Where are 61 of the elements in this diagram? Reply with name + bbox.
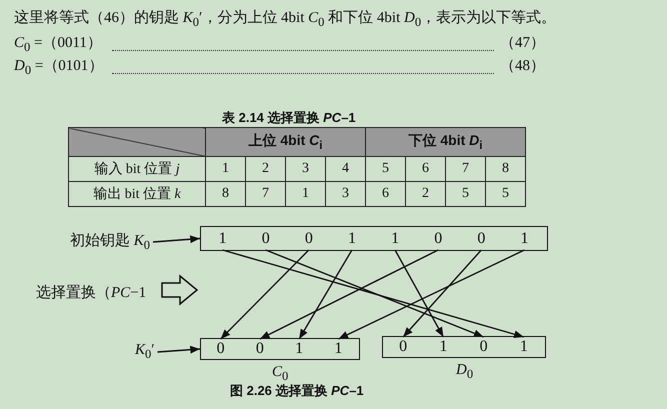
equation-number: （47） bbox=[500, 34, 545, 52]
arrow bbox=[222, 249, 524, 338]
table-cell: 7 bbox=[246, 182, 286, 206]
table-cell: 3 bbox=[286, 156, 326, 182]
arrow bbox=[298, 250, 353, 340]
table-title: 表 2.14 选择置换 PC–1 bbox=[222, 109, 356, 127]
bit-digit: 1 bbox=[330, 227, 374, 250]
table-cell: 8 bbox=[206, 182, 246, 206]
arrow bbox=[394, 250, 444, 338]
bit-digit: 1 bbox=[502, 227, 546, 250]
table-cell: 输入 bit 位置 j bbox=[68, 156, 206, 182]
register-box bbox=[200, 226, 548, 251]
table-cell: 1 bbox=[206, 156, 246, 182]
arrow bbox=[338, 249, 525, 340]
table-cell: 8 bbox=[486, 156, 526, 182]
table-header-cell: 下位 4bit D$_{i}$ bbox=[366, 128, 526, 156]
table-cell: 3 bbox=[326, 182, 366, 206]
bit-digit: 0 bbox=[244, 227, 288, 250]
register-label: C$_{0}$ bbox=[272, 364, 288, 384]
equation-number: （48） bbox=[500, 57, 545, 75]
table-cell: 5 bbox=[366, 156, 406, 182]
table-cell: 输出 bit 位置 k bbox=[68, 182, 206, 206]
bit-digit: 0 bbox=[287, 227, 330, 250]
arrow bbox=[158, 346, 200, 354]
bit-digit: 1 bbox=[280, 339, 319, 359]
bit-digit: 1 bbox=[374, 227, 417, 250]
table-cell: 4 bbox=[326, 156, 366, 182]
bit-digit: 0 bbox=[416, 227, 460, 250]
table-cell: 7 bbox=[446, 156, 486, 182]
bit-digit: 0 bbox=[201, 339, 240, 359]
table-header-cell: 上位 4bit C$_{i}$ bbox=[206, 128, 366, 156]
key-label: K$_{0}$′ bbox=[135, 342, 155, 362]
paragraph-text: 这里将等式（46）的钥匙 K$_{0}$′，分为上位 4bit C$_{0}$ 和下位 4bit D$_{0}$，表示为以下等式。 bbox=[14, 8, 556, 30]
arrow bbox=[260, 249, 438, 340]
arrow bbox=[220, 250, 310, 340]
figure-caption: 图 2.26 选择置换 PC–1 bbox=[230, 382, 364, 400]
table-cell: 6 bbox=[366, 182, 406, 206]
arrow bbox=[152, 235, 200, 244]
table-cell: 5 bbox=[446, 182, 486, 206]
caption-text: 选择置换（PC−1 bbox=[36, 284, 146, 302]
register-box bbox=[200, 338, 360, 360]
bit-digit: 1 bbox=[504, 337, 544, 357]
bit-digit: 1 bbox=[201, 227, 244, 250]
bit-digit: 1 bbox=[423, 337, 464, 357]
arrow bbox=[402, 250, 482, 338]
table-cell: 6 bbox=[406, 156, 446, 182]
bit-digit: 1 bbox=[318, 339, 358, 359]
table-cell: 1 bbox=[286, 182, 326, 206]
register-box bbox=[382, 336, 546, 358]
equation-text: C$_{0}$ =（0011） bbox=[14, 34, 102, 55]
register-label: D$_{0}$ bbox=[456, 362, 474, 382]
key-label: 初始钥匙 K$_{0}$ bbox=[70, 231, 150, 253]
bit-digit: 0 bbox=[240, 339, 280, 359]
table-cell: 5 bbox=[486, 182, 526, 206]
table-cell: 2 bbox=[246, 156, 286, 182]
table-cell: 2 bbox=[406, 182, 446, 206]
equation-text: D$_{0}$ =（0101） bbox=[14, 57, 104, 78]
bit-digit: 0 bbox=[460, 227, 503, 250]
bit-digit: 0 bbox=[383, 337, 424, 357]
bit-digit: 0 bbox=[464, 337, 504, 357]
arrow bbox=[265, 249, 484, 338]
